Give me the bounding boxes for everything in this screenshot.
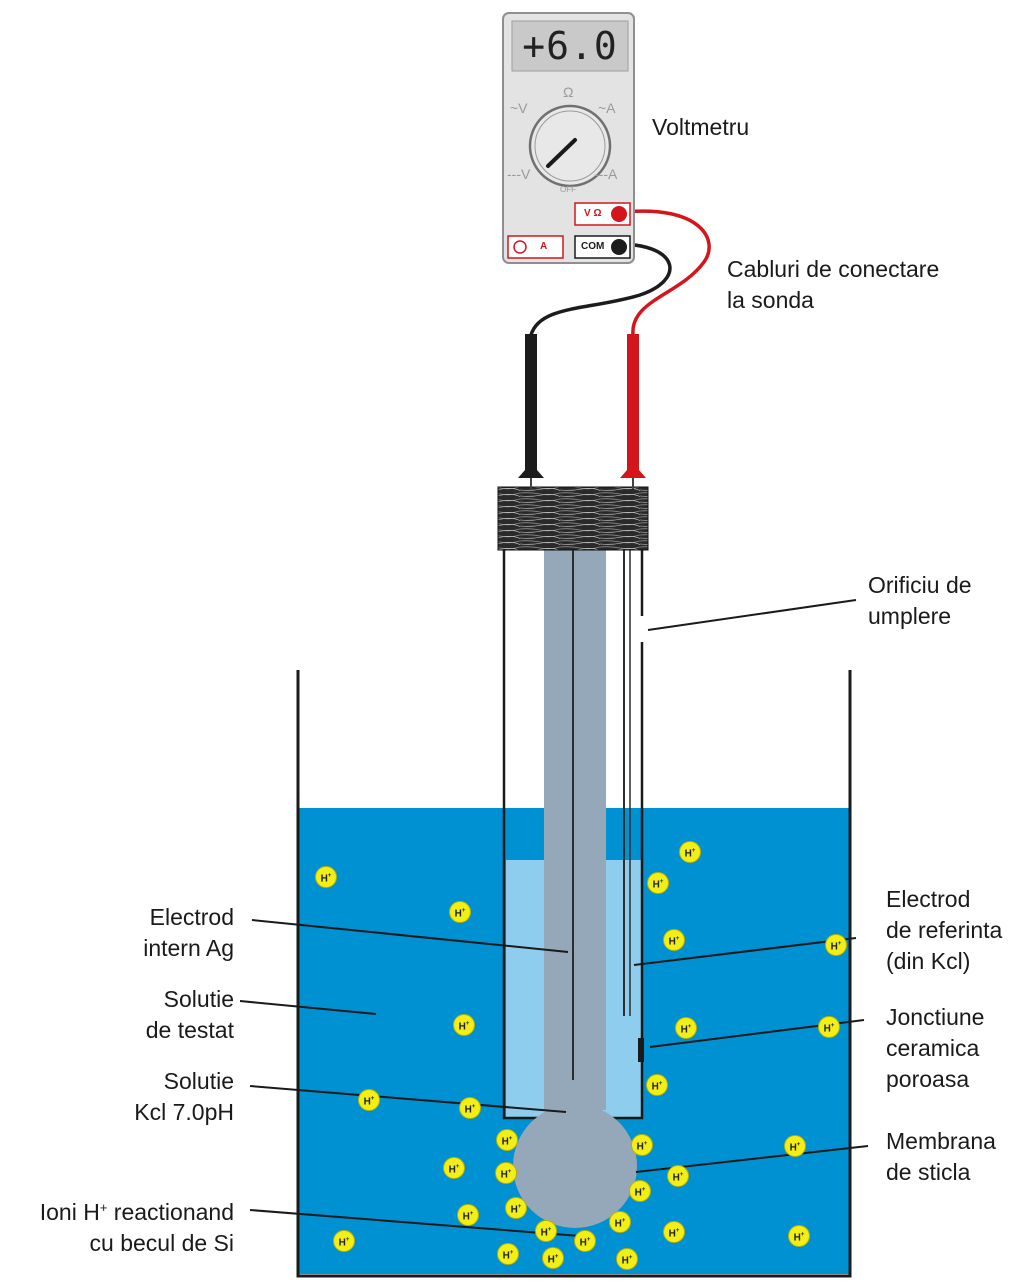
label-fill-hole-line1: Orificiu de: [868, 572, 972, 598]
jack-a-ring: [513, 240, 527, 254]
black-probe-plug: [518, 334, 544, 478]
label-ions: Ioni H+ reactionand cu becul de Si: [40, 1192, 234, 1259]
beaker: [296, 670, 852, 1278]
dial-dcv-label: ---V: [507, 166, 531, 182]
label-cables-line2: la sonda: [727, 287, 814, 313]
label-reference-electrode-line2: de referinta: [886, 917, 1003, 943]
hydrogen-ion: H+: [647, 872, 669, 894]
label-cables-line1: Cabluri de conectare: [727, 256, 940, 282]
leader-test-solution: [239, 1000, 377, 1015]
selector-pointer: [546, 138, 577, 168]
label-ceramic-junction: Jonctiune ceramica poroasa: [886, 1002, 984, 1095]
selector-dial-inner: [534, 110, 606, 182]
label-kcl-solution: Solutie Kcl 7.0pH: [134, 1066, 234, 1128]
label-fill-hole: Orificiu de umplere: [868, 570, 972, 632]
hydrogen-ion: H+: [495, 1162, 517, 1184]
leader-kcl-solution: [249, 1085, 567, 1113]
leader-fill-hole: [647, 599, 857, 631]
hydrogen-ion: H+: [443, 1157, 465, 1179]
glass-membrane-bulb: [513, 1104, 637, 1228]
hydrogen-ion: H+: [818, 1016, 840, 1038]
fill-hole: [636, 616, 646, 642]
label-test-solution-line2: de testat: [145, 1017, 234, 1043]
label-kcl-solution-line2: Kcl 7.0pH: [134, 1099, 234, 1125]
dial-acv-label: ~V: [510, 100, 528, 116]
dial-dca-label: ---A: [594, 166, 618, 182]
hydrogen-ion: H+: [825, 934, 847, 956]
red-plug-head: [611, 206, 627, 222]
label-cables: Cabluri de conectare la sonda: [727, 254, 939, 316]
hydrogen-ion: H+: [646, 1074, 668, 1096]
meter-reading: +6.0: [522, 24, 618, 68]
ceramic-junction: [638, 1038, 644, 1062]
label-ions-prefix: Ioni H: [39, 1199, 100, 1225]
hydrogen-ion: H+: [631, 1134, 653, 1156]
hydrogen-ion: H+: [457, 1204, 479, 1226]
label-ions-line1: Ioni H+ reactionand: [40, 1192, 234, 1228]
hydrogen-ion: H+: [663, 1221, 685, 1243]
label-internal-electrode-line1: Electrod: [149, 904, 234, 930]
hydrogen-ion: H+: [496, 1129, 518, 1151]
hydrogen-ion: H+: [616, 1248, 638, 1270]
label-ions-suffix: reactionand: [107, 1199, 234, 1225]
label-internal-electrode: Electrod intern Ag: [143, 902, 234, 964]
label-test-solution: Solutie de testat: [146, 984, 234, 1046]
meter-display-window: [511, 20, 629, 72]
glass-electrode-stem: [544, 550, 606, 1110]
hydrogen-ion: H+: [333, 1230, 355, 1252]
jack-com-label: COM: [581, 241, 605, 252]
red-cable: [623, 209, 711, 336]
hydrogen-ion: H+: [459, 1097, 481, 1119]
label-glass-membrane: Membrana de sticla: [886, 1126, 996, 1188]
hydrogen-ion: H+: [574, 1230, 596, 1252]
leader-ions: [249, 1209, 581, 1237]
label-reference-electrode: Electrod de referinta (din Kcl): [886, 884, 1002, 977]
dial-off-label: OFF: [560, 185, 576, 194]
label-ceramic-junction-line1: Jonctiune: [886, 1004, 985, 1030]
label-glass-membrane-line1: Membrana: [886, 1128, 996, 1154]
hydrogen-ion: H+: [505, 1197, 527, 1219]
leader-reference-electrode: [633, 937, 857, 966]
hydrogen-ion: H+: [675, 1017, 697, 1039]
hydrogen-ion: H+: [453, 1014, 475, 1036]
label-reference-electrode-line3: (din Kcl): [886, 948, 971, 974]
hydrogen-ion: H+: [663, 929, 685, 951]
jack-a-label: A: [540, 241, 548, 252]
leader-internal-electrode: [251, 919, 569, 953]
label-glass-membrane-line2: de sticla: [886, 1159, 971, 1185]
label-ceramic-junction-line2: ceramica: [886, 1035, 980, 1061]
hydrogen-ion: H+: [497, 1243, 519, 1265]
hydrogen-ion: H+: [358, 1089, 380, 1111]
dial-ohm-label: Ω: [563, 84, 574, 100]
black-plug-head: [611, 239, 627, 255]
label-ceramic-junction-line3: poroasa: [886, 1066, 970, 1092]
hydrogen-ion: H+: [542, 1247, 564, 1269]
jack-a[interactable]: [507, 235, 564, 259]
label-voltmeter: Voltmetru: [652, 114, 750, 140]
jack-vohm-label: V Ω: [584, 208, 602, 219]
red-probe-plug: [620, 334, 646, 478]
leader-lines: [239, 599, 869, 1237]
hydrogen-ion: H+: [315, 866, 337, 888]
hydrogen-ion: H+: [629, 1180, 651, 1202]
label-kcl-solution-line1: Solutie: [163, 1068, 234, 1094]
hydrogen-ion: H+: [667, 1165, 689, 1187]
label-reference-electrode-line1: Electrod: [886, 886, 971, 912]
hydrogen-ion: H+: [784, 1135, 806, 1157]
hydrogen-ion: H+: [609, 1211, 631, 1233]
label-internal-electrode-line2: intern Ag: [143, 935, 234, 961]
hydrogen-ion: H+: [535, 1220, 557, 1242]
dial-aca-label: ~A: [598, 100, 616, 116]
electrode-cap: [497, 486, 649, 551]
hydrogen-ion: H+: [679, 841, 701, 863]
black-cable: [529, 242, 672, 336]
label-ions-sup: +: [99, 1200, 108, 1215]
label-test-solution-line1: Solutie: [163, 986, 234, 1012]
hydrogen-ion: H+: [449, 901, 471, 923]
hydrogen-ion: H+: [788, 1225, 810, 1247]
label-ions-line2: cu becul de Si: [89, 1230, 234, 1256]
label-fill-hole-line2: umplere: [868, 603, 952, 629]
